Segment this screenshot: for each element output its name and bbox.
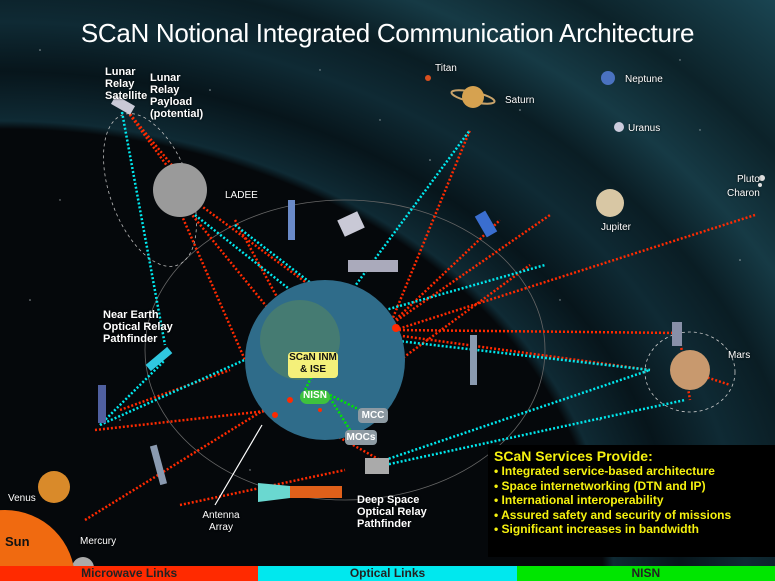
label-mars: Mars — [728, 350, 751, 361]
jupiter-icon — [596, 189, 624, 217]
label-mercury: Mercury — [80, 536, 117, 547]
orbit-lines — [103, 113, 736, 501]
mcc-box: MCC — [358, 408, 388, 423]
service-item: • International interoperability — [494, 493, 664, 507]
service-item: • Assured safety and security of mission… — [494, 507, 732, 522]
label-saturn: Saturn — [505, 95, 535, 106]
legend-microwave-links: Microwave Links — [0, 566, 259, 581]
label-near-earth-optical-relay: Near Earth Optical Relay Pathfinder — [103, 309, 173, 345]
mars-icon — [670, 350, 710, 390]
mocs-box: MOCs — [345, 430, 377, 445]
label-pluto: Pluto — [737, 174, 760, 185]
label-lunar-relay-satellite: Lunar Relay Satellite — [105, 66, 148, 102]
label-titan: Titan — [435, 63, 457, 74]
spacecraft-icons — [98, 95, 682, 502]
sun-icon — [0, 510, 75, 581]
moon-icon — [153, 163, 207, 217]
label-charon: Charon — [727, 188, 760, 199]
label-neptune: Neptune — [625, 74, 663, 85]
scan-inm-ise-box: SCaN INM & ISE — [288, 352, 338, 378]
titan-icon — [425, 75, 431, 81]
venus-icon — [38, 471, 70, 503]
orion-icon — [287, 486, 342, 498]
neptune-icon — [601, 71, 615, 85]
antenna-array-pointer — [214, 424, 263, 506]
label-antenna-array: Antenna Array — [202, 510, 240, 533]
page-title: SCaN Notional Integrated Communication A… — [80, 18, 695, 48]
label-uranus: Uranus — [628, 123, 661, 134]
services-panel: SCaN Services Provide: • Integrated serv… — [488, 445, 775, 557]
label-venus: Venus — [8, 493, 36, 504]
label-jupiter: Jupiter — [601, 222, 632, 233]
starfield — [29, 49, 741, 471]
legend-bar: Microwave Links Optical Links NISN — [0, 566, 775, 581]
service-item: • Space internetworking (DTN and IP) — [494, 478, 706, 493]
legend-optical-links: Optical Links — [258, 566, 517, 581]
charon-icon — [758, 183, 762, 187]
label-sun: Sun — [5, 534, 30, 549]
label-deep-space-optical-relay: Deep Space Optical Relay Pathfinder — [357, 494, 427, 530]
legend-nisn: NISN — [516, 566, 775, 581]
nisn-box: NISN — [300, 390, 330, 404]
label-lunar-relay-payload: Lunar Relay Payload (potential) — [150, 72, 204, 120]
nisn-links — [303, 369, 361, 431]
service-item: • Integrated service-based architecture — [494, 464, 715, 478]
services-heading: SCaN Services Provide: — [494, 448, 653, 464]
service-item: • Significant increases in bandwidth — [494, 522, 699, 536]
saturn-icon — [462, 86, 484, 108]
pluto-icon — [759, 175, 765, 181]
uranus-icon — [614, 122, 624, 132]
label-ladee: LADEE — [225, 190, 258, 201]
